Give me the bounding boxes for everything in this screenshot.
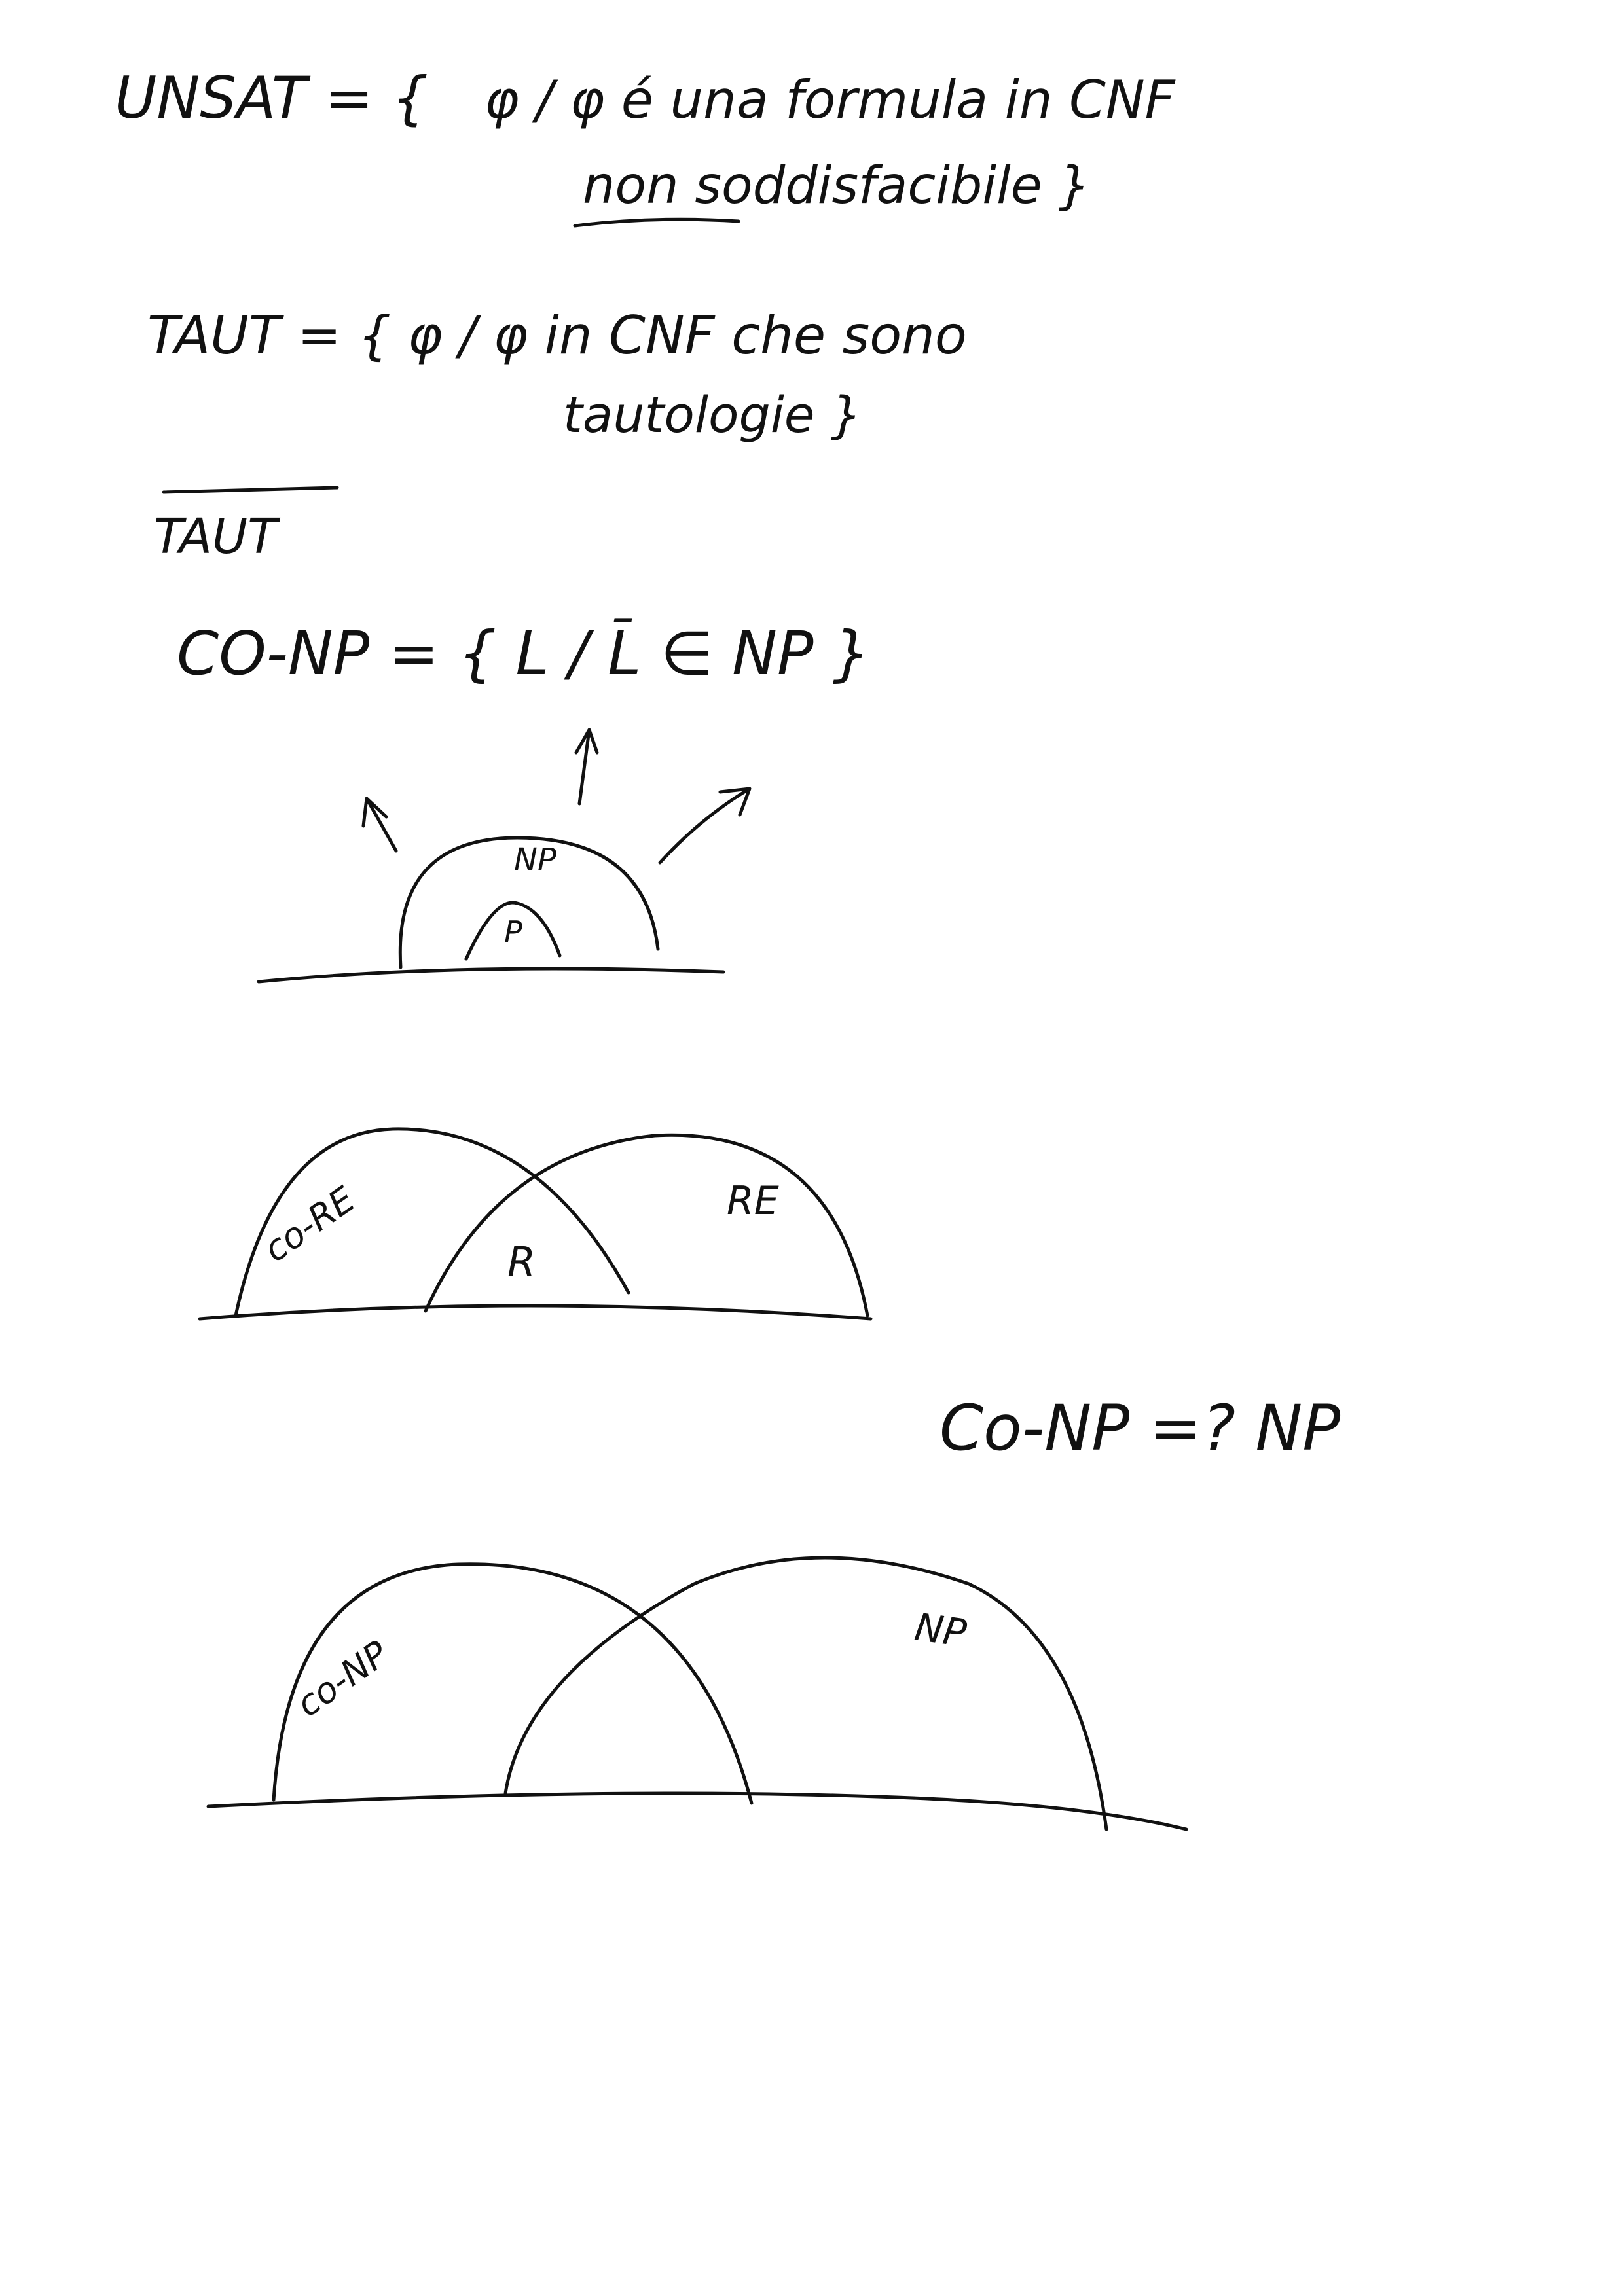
fig2-r-label: R (507, 1238, 536, 1286)
fig3-conp-label: co-NP (289, 1633, 396, 1725)
figure-re-core: co-RE RE R (198, 1127, 873, 1321)
conp-definition: CO-NP = { L / L̄ ∈ NP } (177, 618, 871, 689)
taut-complement: TAUT (154, 509, 281, 565)
baseline-fig3 (206, 1791, 1188, 1831)
arrow-up-right (658, 787, 752, 865)
figure-np-p: NP P (257, 728, 752, 984)
unsat-definition-continuation: non soddisfacibile } (583, 156, 1091, 215)
figure-conp-np: co-NP NP (206, 1556, 1188, 1831)
re-arc (424, 1133, 869, 1318)
np-arc (398, 836, 660, 969)
conp-equals-np-question: Co-NP =? NP (939, 1391, 1340, 1465)
fig3-np-label: NP (912, 1605, 969, 1656)
conp-arc (272, 1562, 754, 1805)
fig2-re-label: RE (727, 1178, 779, 1224)
np-arc-fig3 (503, 1556, 1108, 1831)
fig1-np-label: NP (514, 842, 556, 878)
fig1-p-label: P (504, 914, 522, 950)
baseline-fig1 (257, 967, 725, 984)
unsat-definition-rhs: φ / φ é una formula in CNF (484, 69, 1176, 130)
p-arc (464, 901, 562, 961)
taut-definition-line2: tautologie } (563, 386, 862, 444)
arrow-up (574, 728, 599, 806)
taut-definition-line1: TAUT = { φ / φ in CNF che sono (147, 305, 967, 366)
complement-bar-taut (162, 486, 339, 494)
underline-non (573, 217, 740, 228)
unsat-definition-lhs: UNSAT = { (115, 64, 428, 132)
arrow-up-left (361, 797, 398, 853)
core-arc (234, 1127, 630, 1318)
baseline-fig2 (198, 1304, 873, 1321)
fig2-core-label: co-RE (256, 1178, 363, 1270)
